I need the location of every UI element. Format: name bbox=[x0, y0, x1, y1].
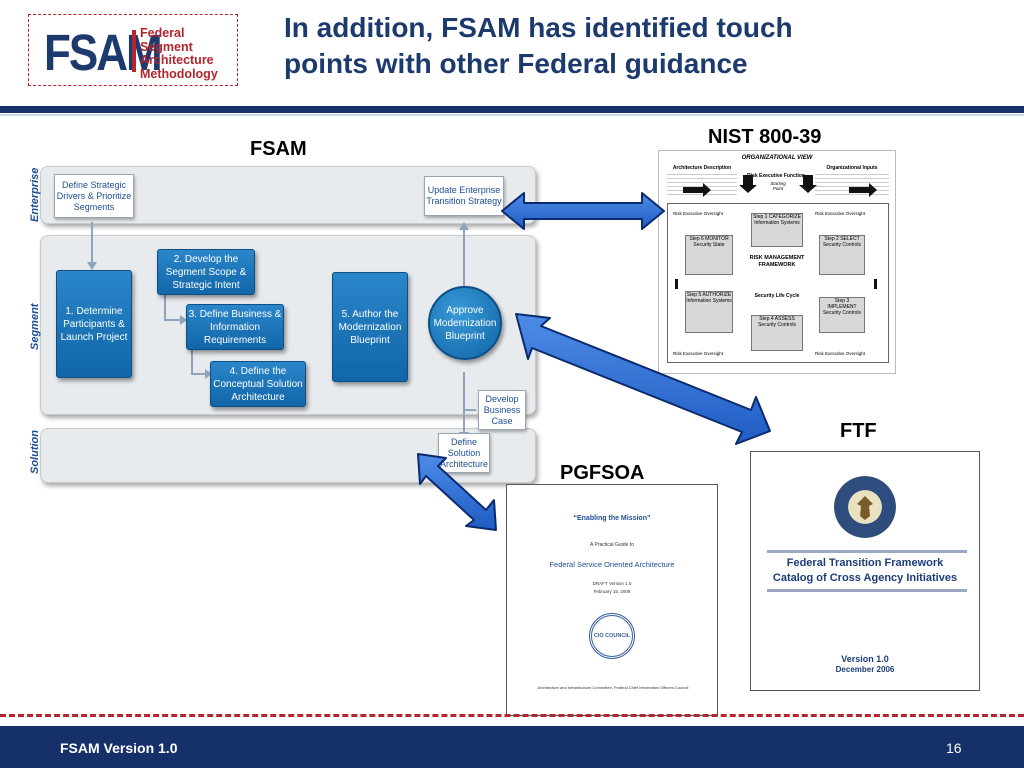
box-develop-case: Develop Business Case bbox=[478, 390, 526, 430]
label-nist: NIST 800-39 bbox=[708, 126, 822, 148]
pgfsoa-practical: A Practical Guide to bbox=[590, 542, 634, 548]
nist-document: ORGANIZATIONAL VIEW Architecture Descrip… bbox=[658, 150, 896, 374]
ftf-rule-bottom bbox=[767, 589, 967, 592]
pgfsoa-enabling: “Enabling the Mission” bbox=[573, 515, 651, 522]
eagle-emblem bbox=[857, 496, 873, 520]
nist-step2: Step 2 SELECT Security Controls bbox=[819, 235, 865, 275]
step1-box: 1. Determine Participants & Launch Proje… bbox=[56, 270, 132, 378]
ftf-title2: Catalog of Cross Agency Initiatives bbox=[772, 572, 958, 584]
logo-subtitle: Federal Segment Architecture Methodology bbox=[140, 26, 218, 81]
page-number: 16 bbox=[946, 740, 962, 756]
footer-dashed-rule bbox=[0, 714, 1024, 717]
pgfsoa-date: February 15, 2008 bbox=[593, 589, 631, 594]
nist-arrow-down-icon bbox=[874, 279, 877, 289]
connector-step3-to-step4 bbox=[191, 350, 205, 375]
nist-center: RISK MANAGEMENT FRAMEWORK bbox=[749, 255, 805, 268]
nist-step6: Step 6 MONITOR Security State bbox=[685, 235, 733, 275]
nist-arrow-right-icon bbox=[849, 183, 877, 197]
title-rule-shadow bbox=[0, 114, 1024, 116]
presidential-seal bbox=[834, 476, 896, 538]
nist-col-right: Organizational Inputs bbox=[826, 165, 878, 171]
nist-col-mid: Risk Executive Function bbox=[747, 173, 805, 179]
nist-arrows bbox=[675, 175, 877, 289]
connector-step2-to-step3 bbox=[164, 290, 180, 321]
arrow-fsam-ftf-icon bbox=[515, 313, 771, 445]
cio-council-seal: CIO COUNCIL bbox=[589, 613, 635, 659]
box-define-solution: Define Solution Architecture bbox=[438, 433, 490, 473]
ftf-date: December 2006 bbox=[835, 665, 895, 674]
arrowhead-step3 bbox=[180, 315, 187, 325]
approve-circle: Approve Modernization Blueprint bbox=[428, 286, 502, 360]
nist-frame bbox=[667, 203, 889, 363]
nist-arrow-down-right-icon bbox=[799, 175, 817, 193]
logo-divider bbox=[132, 30, 136, 72]
step2-box: 2. Develop the Segment Scope & Strategic… bbox=[157, 249, 255, 295]
step3-box: 3. Define Business & Information Require… bbox=[186, 304, 284, 350]
nist-arrow-down-left-icon bbox=[739, 175, 757, 193]
arrowhead-step1 bbox=[87, 262, 97, 270]
label-fsam: FSAM bbox=[250, 138, 307, 160]
logo-fsam-text: FSAM bbox=[44, 25, 163, 82]
ftf-version: Version 1.0 bbox=[841, 654, 889, 664]
ftf-rule-top bbox=[767, 550, 967, 553]
arrowhead-update bbox=[459, 222, 469, 230]
pgfsoa-title: Federal Service Oriented Architecture bbox=[549, 560, 675, 569]
ftf-title1: Federal Transition Framework bbox=[786, 557, 944, 569]
arrowhead-step4 bbox=[205, 369, 212, 379]
nist-step5: Step 5 AUTHORIZE Information Systems bbox=[685, 291, 733, 333]
step4-box: 4. Define the Conceptual Solution Archit… bbox=[210, 361, 306, 407]
nist-oversight-br: Risk Executive Oversight bbox=[815, 351, 866, 356]
slide-title: In addition, FSAM has identified touch p… bbox=[284, 12, 793, 79]
pgfsoa-committee: Architecture and Infrastructure Committe… bbox=[537, 685, 689, 690]
logo-frame bbox=[28, 14, 238, 86]
nist-header: ORGANIZATIONAL VIEW bbox=[741, 155, 813, 161]
footer-version: FSAM Version 1.0 bbox=[60, 740, 178, 756]
nist-oversight-tl: Risk Executive Oversight bbox=[673, 211, 724, 216]
nist-lifecycle: Security Life Cycle bbox=[754, 293, 800, 299]
label-ftf: FTF bbox=[840, 420, 877, 442]
step5-box: 5. Author the Modernization Blueprint bbox=[332, 272, 408, 382]
ftf-document: Federal Transition Framework Catalog of … bbox=[750, 451, 980, 691]
footer-bar bbox=[0, 726, 1024, 768]
nist-arrow-left-icon bbox=[683, 183, 711, 197]
nist-arrow-up-icon bbox=[675, 279, 678, 289]
nist-oversight-tr: Risk Executive Oversight bbox=[815, 211, 866, 216]
label-pgfsoa: PGFSOA bbox=[560, 462, 645, 484]
pgfsoa-document: “Enabling the Mission” A Practical Guide… bbox=[506, 484, 718, 716]
nist-step1: Step 1 CATEGORIZE Information Systems bbox=[751, 213, 803, 247]
nist-step3: Step 3 IMPLEMENT Security Controls bbox=[819, 297, 865, 333]
arrow-fsam-nist-icon bbox=[501, 192, 665, 230]
nist-oversight-bl: Risk Executive Oversight bbox=[673, 351, 724, 356]
box-update-enterprise: Update Enterprise Transition Strategy bbox=[424, 176, 504, 216]
title-rule bbox=[0, 106, 1024, 113]
nist-starting-point: Starting Point bbox=[770, 181, 786, 191]
box-define-strategic: Define Strategic Drivers & Prioritize Se… bbox=[54, 174, 134, 218]
nist-col-left: Architecture Description bbox=[672, 165, 732, 171]
pgfsoa-draft: DRAFT Version 1.0 bbox=[592, 581, 632, 586]
nist-step4: Step 4 ASSESS Security Controls bbox=[751, 315, 803, 351]
arrow-fsam-pgfsoa-icon bbox=[417, 453, 497, 531]
